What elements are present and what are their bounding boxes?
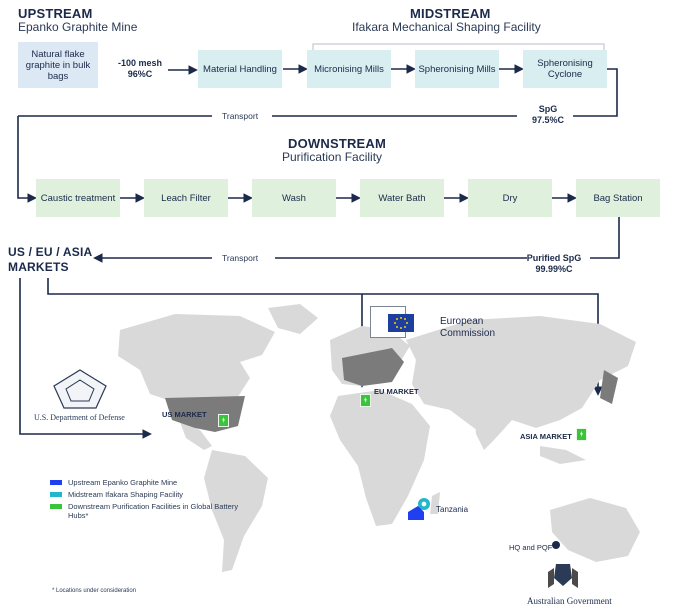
downstream-subtitle: Purification Facility — [282, 150, 383, 164]
legend-label-downstream: Downstream Purification Facilities in Gl… — [68, 502, 239, 520]
midstream-spec-product: SpG — [538, 104, 558, 114]
legend-item-upstream: Upstream Epanko Graphite Mine — [50, 478, 177, 487]
midstream-subtitle: Ifakara Mechanical Shaping Facility — [352, 20, 541, 34]
us-market-label: US MARKET — [162, 410, 207, 419]
dry-box: Dry — [468, 179, 552, 217]
upstream-mine-icon — [408, 506, 424, 520]
australian-crest-icon — [548, 564, 578, 588]
eu-flag-icon — [388, 314, 414, 332]
downstream-spec-carbon: 99.99%C — [535, 264, 573, 274]
tanzania-label: Tanzania — [436, 505, 469, 514]
legend-item-midstream: Midstream Ifakara Shaping Facility — [50, 490, 183, 499]
micronising-mills-box: Micronising Mills — [307, 50, 391, 88]
eu-market-label: EU MARKET — [374, 387, 419, 396]
us-market-battery-icon — [218, 414, 229, 427]
asia-market-battery-icon — [576, 428, 587, 441]
transport-label-1: Transport — [222, 111, 259, 121]
upstream-spec-mesh: -100 mesh — [117, 58, 163, 68]
footnote: * Locations under consideration — [52, 588, 137, 594]
downstream-spec-product: Purified SpG — [526, 253, 582, 263]
spheronising-cyclone-box: Spheronising Cyclone — [523, 50, 607, 88]
legend-swatch-blue-icon — [50, 480, 62, 485]
transport-label-2: Transport — [222, 253, 259, 263]
spheronising-mills-box: Spheronising Mills — [415, 50, 499, 88]
material-handling-box: Material Handling — [198, 50, 282, 88]
bag-station-box: Bag Station — [576, 179, 660, 217]
leach-filter-box: Leach Filter — [144, 179, 228, 217]
legend-item-downstream: Downstream Purification Facilities in Gl… — [50, 502, 240, 520]
caustic-treatment-box: Caustic treatment — [36, 179, 120, 217]
legend-label-upstream: Upstream Epanko Graphite Mine — [68, 478, 178, 487]
pentagon-seal-icon — [53, 369, 107, 409]
upstream-spec: -100 mesh 96%C — [112, 58, 168, 80]
world-map — [118, 304, 640, 572]
legend-label-midstream: Midstream Ifakara Shaping Facility — [68, 490, 184, 499]
midstream-spec-carbon: 97.5%C — [531, 115, 565, 125]
downstream-title: DOWNSTREAM — [288, 136, 387, 151]
wash-box: Wash — [252, 179, 336, 217]
upstream-title: UPSTREAM — [18, 6, 93, 21]
ec-logo-line1: European — [440, 316, 484, 327]
upstream-spec-carbon: 96%C — [127, 69, 153, 79]
downstream-spec: Purified SpG 99.99%C — [518, 253, 590, 275]
hq-dot-icon — [552, 541, 560, 549]
legend-swatch-green-icon — [50, 504, 62, 509]
aus-gov-label: Australian Government — [527, 596, 612, 606]
hq-label: HQ and PQF — [509, 543, 553, 552]
water-bath-box: Water Bath — [360, 179, 444, 217]
ec-logo-line2: Commission — [440, 328, 496, 339]
markets-title-line1: US / EU / ASIA — [8, 245, 93, 259]
tanzania-markers — [408, 498, 430, 520]
upstream-box: Natural flake graphite in bulk bags — [18, 42, 98, 88]
asia-market-label: ASIA MARKET — [520, 432, 572, 441]
midstream-spec: SpG 97.5%C — [520, 104, 576, 126]
eu-market-battery-icon — [360, 394, 371, 407]
markets-title: US / EU / ASIA MARKETS — [8, 245, 92, 275]
upstream-subtitle: Epanko Graphite Mine — [18, 20, 138, 34]
ec-logo-text: European Commission — [440, 316, 495, 340]
legend-swatch-teal-icon — [50, 492, 62, 497]
markets-title-line2: MARKETS — [8, 260, 69, 274]
dod-label: U.S. Department of Defense — [34, 413, 125, 422]
midstream-title: MIDSTREAM — [410, 6, 491, 21]
